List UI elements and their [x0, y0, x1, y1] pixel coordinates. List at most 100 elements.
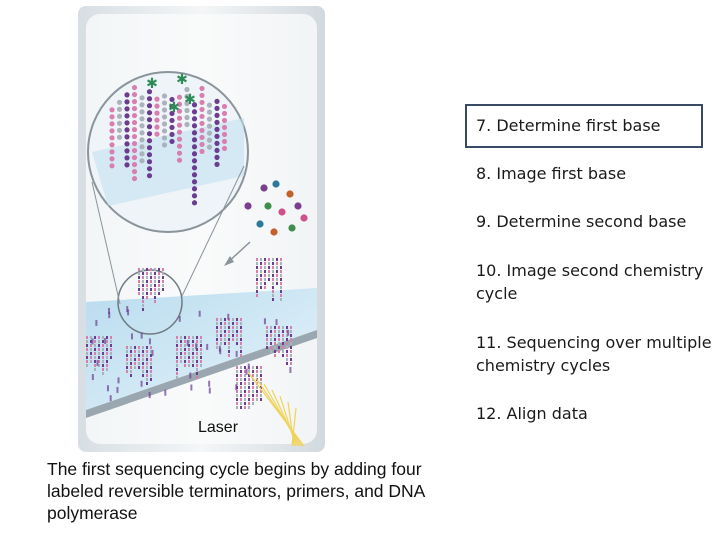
- strand-segment: [260, 270, 262, 273]
- strand-segment: [150, 374, 152, 377]
- terminator-star-icon: ✱: [184, 92, 196, 108]
- strand-segment: [248, 402, 250, 405]
- strand-segment: [196, 364, 198, 367]
- strand-segment: [240, 390, 242, 393]
- strand-segment: [286, 338, 288, 341]
- bead: [139, 151, 145, 157]
- strand-segment: [110, 340, 112, 343]
- bead: [146, 145, 153, 151]
- strand-segment: [252, 374, 254, 377]
- strand-segment: [184, 352, 186, 355]
- strand-segment: [86, 348, 88, 351]
- strand-segment: [188, 360, 190, 363]
- strand-segment: [150, 268, 152, 271]
- strand-segment: [228, 350, 230, 353]
- strand-segment: [180, 356, 182, 359]
- strand-segment: [280, 294, 282, 297]
- strand-segment: [256, 370, 258, 373]
- strand-segment: [134, 366, 136, 369]
- strand-segment: [86, 352, 88, 355]
- strand-segment: [98, 356, 100, 359]
- strand-segment: [142, 346, 144, 349]
- strand-segment: [220, 334, 222, 337]
- bead: [139, 123, 145, 129]
- bead: [191, 193, 198, 199]
- bead: [199, 92, 205, 99]
- strand-segment: [154, 296, 156, 299]
- strand-segment: [102, 364, 104, 367]
- bead: [124, 113, 130, 119]
- strand-segment: [270, 350, 272, 353]
- strand-segment: [192, 344, 194, 347]
- strand-segment: [162, 284, 164, 287]
- bead: [191, 186, 198, 192]
- strand-segment: [290, 334, 292, 337]
- strand-segment: [224, 330, 226, 333]
- strand-segment: [138, 358, 140, 361]
- bead: [131, 175, 138, 182]
- bead: [199, 134, 205, 141]
- strand-segment: [224, 338, 226, 341]
- strand-segment: [276, 262, 278, 265]
- strand-segment: [94, 364, 96, 367]
- bead: [199, 148, 205, 155]
- bead: [169, 96, 175, 103]
- strand-segment: [142, 284, 144, 287]
- strand-segment: [278, 330, 280, 333]
- strand-segment: [126, 346, 128, 349]
- strand-segment: [176, 344, 178, 347]
- strand-segment: [270, 342, 272, 345]
- strand-segment: [142, 292, 144, 295]
- bead: [161, 142, 168, 148]
- strand-segment: [192, 340, 194, 343]
- free-labeled-nucleotides: [244, 180, 308, 236]
- strand-segment: [158, 268, 160, 271]
- strand-segment: [278, 350, 280, 353]
- strand-segment: [248, 406, 250, 409]
- bead: [124, 162, 130, 168]
- bead: [184, 86, 190, 93]
- strand-segment: [142, 296, 144, 299]
- strand-segment: [256, 366, 258, 369]
- strand-segment: [248, 382, 250, 385]
- step-12: 12. Align data: [476, 404, 588, 423]
- bead: [124, 148, 130, 154]
- strand-segment: [216, 330, 218, 333]
- strand-segment: [220, 326, 222, 329]
- strand-segment: [280, 274, 282, 277]
- strand-segment: [196, 372, 198, 375]
- nucleotide: [278, 208, 286, 216]
- laser-beam: [255, 377, 303, 447]
- strand-segment: [266, 346, 268, 349]
- strand-segment: [236, 334, 238, 337]
- strand-segment: [138, 268, 140, 271]
- nucleotide: [264, 202, 272, 210]
- strand-segment: [282, 326, 284, 329]
- strand-segment: [272, 266, 274, 269]
- bead: [146, 131, 153, 137]
- strand-segment: [200, 348, 202, 351]
- strand-segment: [138, 346, 140, 349]
- strand-segment: [290, 338, 292, 341]
- strand-segment: [188, 340, 190, 343]
- strand-segment: [266, 334, 268, 337]
- strand-segment: [282, 346, 284, 349]
- bead: [191, 151, 198, 157]
- laser-beams: [247, 371, 305, 447]
- strand-segment: [220, 342, 222, 345]
- strand-segment: [180, 336, 182, 339]
- strand-segment: [102, 356, 104, 359]
- strand-segment: [146, 346, 148, 349]
- strand-segment: [290, 342, 292, 345]
- strand-segment: [146, 374, 148, 377]
- strand-segment: [256, 278, 258, 281]
- strand-segment: [176, 336, 178, 339]
- strand-segment: [272, 258, 274, 261]
- strand-segment: [268, 262, 270, 265]
- strand-segment: [126, 354, 128, 357]
- strand-segment: [280, 270, 282, 273]
- bead: [131, 112, 138, 119]
- strand-segment: [150, 284, 152, 287]
- strand-segment: [176, 372, 178, 375]
- laser-label: Laser: [198, 419, 239, 436]
